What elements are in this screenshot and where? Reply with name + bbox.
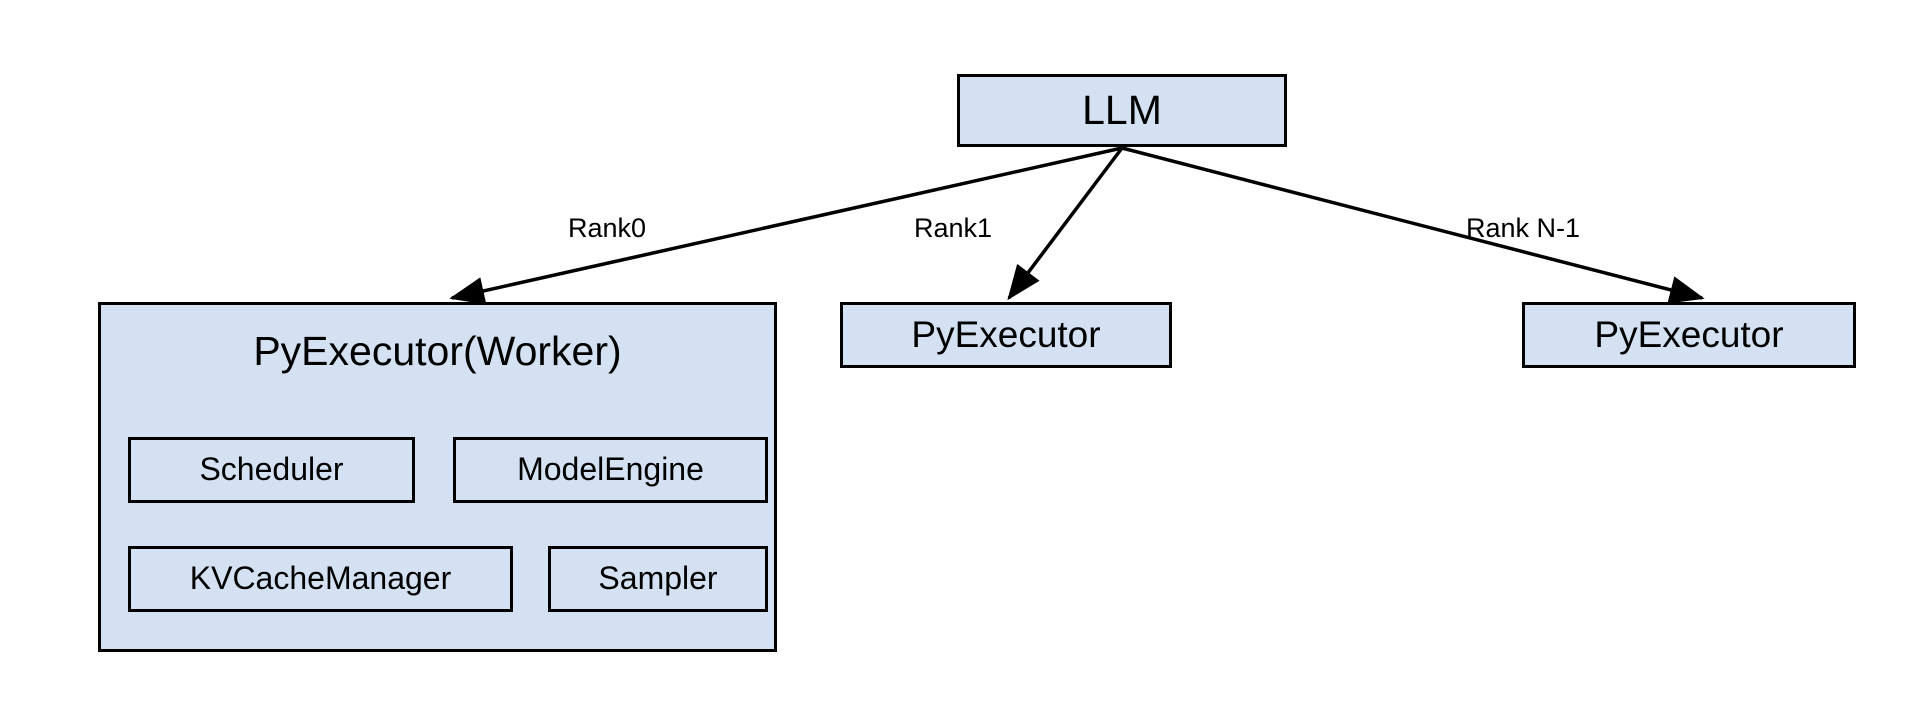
node-pyexecutor-rank1[interactable]: PyExecutor: [840, 302, 1172, 368]
edge-llm-to-worker: [449, 146, 1123, 305]
edge-label-rank-n-1: Rank N-1: [1466, 213, 1581, 243]
node-kv-cache-manager-label: KVCacheManager: [189, 560, 452, 597]
node-pyexecutor-worker-label: PyExecutor(Worker): [253, 328, 622, 374]
node-sampler[interactable]: Sampler: [548, 546, 768, 612]
node-scheduler-label: Scheduler: [199, 451, 344, 488]
node-model-engine-label: ModelEngine: [517, 451, 704, 488]
node-kv-cache-manager[interactable]: KVCacheManager: [128, 546, 513, 612]
node-pyexecutor-worker[interactable]: PyExecutor(Worker) Scheduler ModelEngine…: [98, 302, 777, 652]
node-llm[interactable]: LLM: [957, 74, 1287, 147]
edge-label-rank1: Rank1: [914, 213, 993, 243]
node-scheduler[interactable]: Scheduler: [128, 437, 415, 503]
edge-label-rank0: Rank0: [568, 213, 647, 243]
node-pyexecutor-rank-n-1[interactable]: PyExecutor: [1522, 302, 1856, 368]
node-pyexecutor-rank-n-1-label: PyExecutor: [1594, 313, 1784, 355]
edge-llm-to-pyexecutor-rankn: [1121, 146, 1705, 304]
node-llm-label: LLM: [1082, 86, 1162, 133]
node-model-engine[interactable]: ModelEngine: [453, 437, 768, 503]
node-sampler-label: Sampler: [598, 560, 718, 597]
node-pyexecutor-rank1-label: PyExecutor: [911, 313, 1101, 355]
edge-llm-to-pyexecutor-rank1: [1007, 146, 1124, 301]
